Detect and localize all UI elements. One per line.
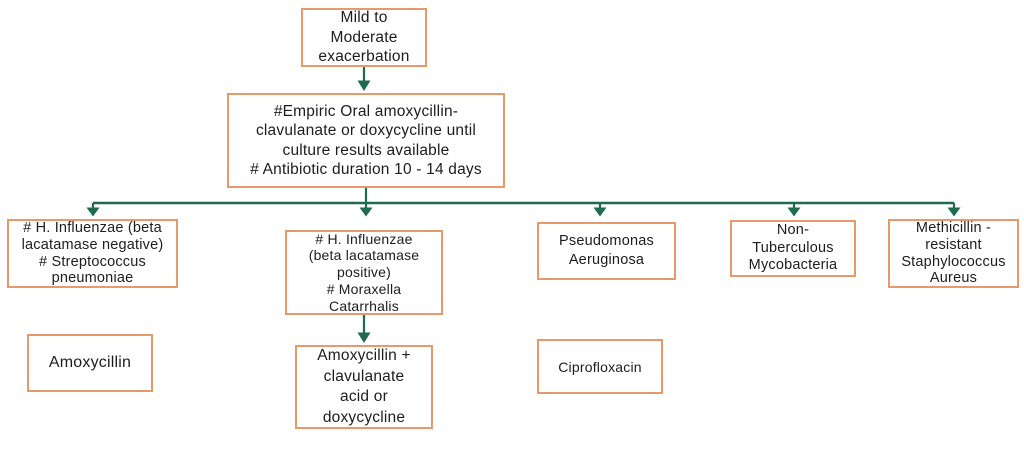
node-h-influenzae-beta-lactamase-positive: # H. Influenzae (beta lacatamase positiv… (285, 230, 443, 315)
node-amoxycillin-clavulanate-doxycycline: Amoxycillin + clavulanate acid or doxycy… (295, 345, 433, 429)
arrow-down-icon (947, 207, 961, 217)
node-mild-moderate-exacerbation: Mild to Moderate exacerbation (301, 8, 427, 67)
node-ciprofloxacin: Ciprofloxacin (537, 339, 663, 394)
node-methicillin-resistant-staph-aureus: Methicillin - resistant Staphylococcus A… (888, 219, 1019, 288)
arrow-down-icon (787, 207, 801, 217)
arrow-down-icon (593, 207, 607, 217)
arrow-down-icon (359, 207, 373, 217)
node-h-influenzae-beta-lactamase-negative: # H. Influenzae (beta lacatamase negativ… (7, 219, 178, 288)
arrow-down-icon (357, 332, 371, 343)
arrow-down-icon (357, 80, 371, 91)
node-non-tuberculous-mycobacteria: Non- Tuberculous Mycobacteria (730, 220, 856, 277)
node-amoxycillin: Amoxycillin (27, 334, 153, 392)
node-pseudomonas-aeruginosa: Pseudomonas Aeruginosa (537, 222, 676, 280)
arrow-down-icon (86, 207, 100, 217)
node-empiric-oral-treatment: #Empiric Oral amoxycillin- clavulanate o… (227, 93, 505, 188)
